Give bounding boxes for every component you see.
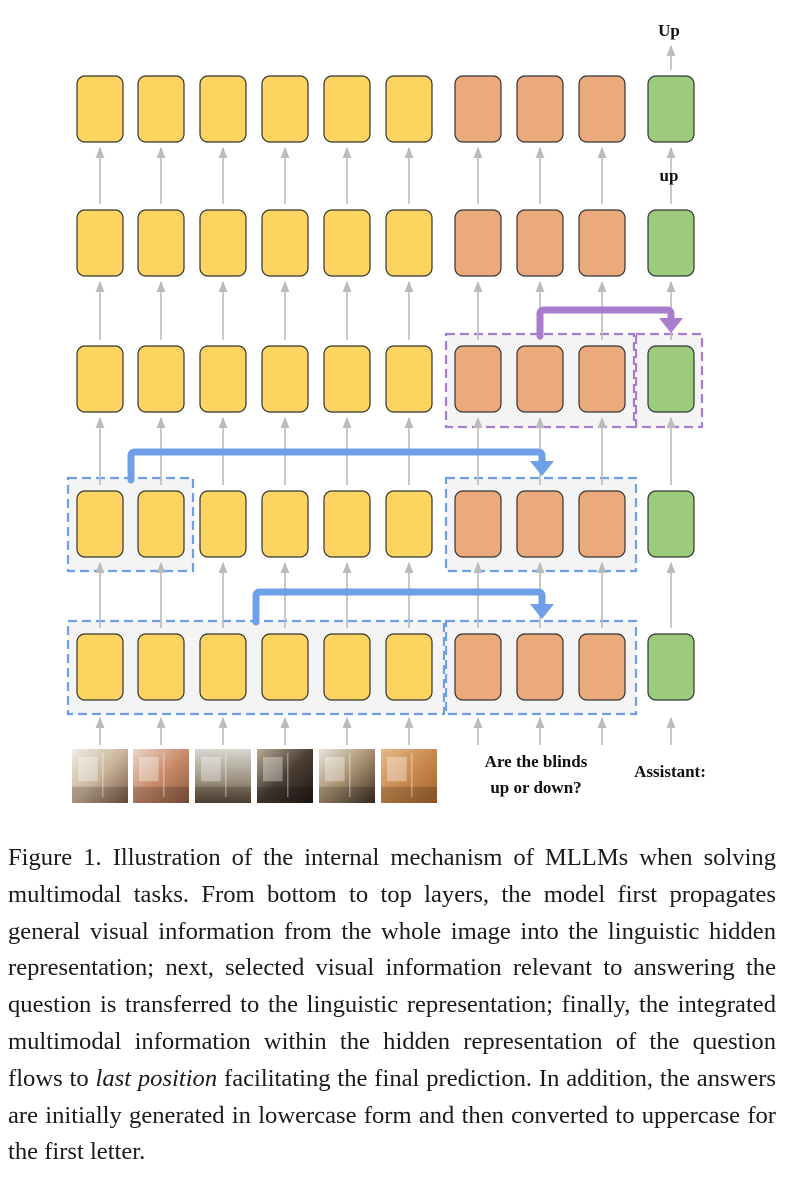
flow-general-visual: [252, 588, 554, 626]
image-token: [385, 633, 433, 701]
image-patch-window: [201, 757, 221, 782]
caption-emphasis: last position: [95, 1064, 218, 1092]
image-token: [76, 633, 124, 701]
image-token: [261, 345, 309, 413]
output-intermediate-label: up: [660, 166, 679, 185]
mechanism-figure: Up up Are the blinds up or down? Assista…: [66, 21, 706, 803]
image-patch-floor: [195, 786, 251, 803]
question-token: [454, 633, 502, 701]
last-position-token: [647, 633, 695, 701]
last-position-token: [647, 345, 695, 413]
image-token: [199, 490, 247, 558]
image-token: [261, 75, 309, 143]
question-label-line2: up or down?: [490, 778, 581, 797]
image-token: [261, 209, 309, 277]
image-patch-window: [387, 757, 407, 782]
flow-general-visual-line: [252, 588, 546, 626]
flow-general-visual-head: [530, 604, 554, 619]
image-patch-window: [325, 757, 345, 782]
image-token: [385, 490, 433, 558]
last-position-token: [647, 75, 695, 143]
figure-caption: Figure 1. Illustration of the internal m…: [8, 840, 776, 1171]
output-top-label: Up: [658, 21, 680, 40]
image-token: [137, 75, 185, 143]
image-token: [137, 209, 185, 277]
question-token: [516, 633, 564, 701]
question-token: [578, 75, 626, 143]
flow-selected-visual: [127, 448, 554, 484]
image-token: [385, 345, 433, 413]
image-patch-floor: [72, 786, 128, 803]
image-token: [323, 209, 371, 277]
question-token: [516, 75, 564, 143]
image-patch-floor: [133, 786, 189, 803]
question-token: [516, 345, 564, 413]
assistant-label: Assistant:: [634, 762, 706, 781]
caption-lead: Figure 1. Illustration of the internal m…: [8, 844, 776, 1092]
caption-tail: facilitating the final prediction. In ad…: [8, 1064, 776, 1166]
image-patch-2: [133, 749, 189, 803]
last-position-token: [647, 490, 695, 558]
image-patch-floor: [381, 786, 437, 803]
image-token: [323, 633, 371, 701]
flow-to-last-position-line: [536, 306, 675, 340]
image-patch-fill: [133, 749, 189, 803]
image-patch-fill: [381, 749, 437, 803]
image-patch-window: [139, 757, 159, 782]
image-patch-fill: [195, 749, 251, 803]
question-label-line1: Are the blinds: [485, 752, 588, 771]
question-token: [454, 345, 502, 413]
image-token: [76, 490, 124, 558]
question-token: [578, 633, 626, 701]
image-token: [323, 345, 371, 413]
image-patch-floor: [319, 786, 375, 803]
image-patch-1: [72, 749, 128, 803]
image-patch-window: [78, 757, 98, 782]
flow-selected-visual-head: [530, 461, 554, 476]
image-token: [199, 75, 247, 143]
question-token: [578, 209, 626, 277]
question-token: [578, 345, 626, 413]
image-token: [137, 633, 185, 701]
image-token: [199, 633, 247, 701]
last-position-token: [647, 209, 695, 277]
image-patch-fill: [72, 749, 128, 803]
flow-to-last-position: [536, 306, 683, 340]
image-patch-4: [257, 749, 313, 803]
image-token: [76, 209, 124, 277]
image-token: [199, 209, 247, 277]
image-token: [385, 209, 433, 277]
flow-selected-visual-line: [127, 448, 546, 484]
image-token: [385, 75, 433, 143]
question-token: [578, 490, 626, 558]
image-patch-floor: [257, 786, 313, 803]
image-patch-3: [195, 749, 251, 803]
question-token: [516, 490, 564, 558]
image-token: [76, 345, 124, 413]
question-token: [454, 209, 502, 277]
image-token: [323, 75, 371, 143]
question-token: [454, 75, 502, 143]
image-patch-fill: [319, 749, 375, 803]
image-token: [199, 345, 247, 413]
image-token: [137, 490, 185, 558]
flow-to-last-position-head: [659, 318, 683, 333]
image-token: [137, 345, 185, 413]
image-patch-5: [319, 749, 375, 803]
question-token: [516, 209, 564, 277]
group-box-full-image: [66, 619, 446, 716]
image-patch-6: [381, 749, 437, 803]
image-patch-window: [263, 757, 283, 782]
image-token: [261, 490, 309, 558]
image-token: [261, 633, 309, 701]
image-token: [323, 490, 371, 558]
image-token: [76, 75, 124, 143]
question-token: [454, 490, 502, 558]
image-patch-fill: [257, 749, 313, 803]
